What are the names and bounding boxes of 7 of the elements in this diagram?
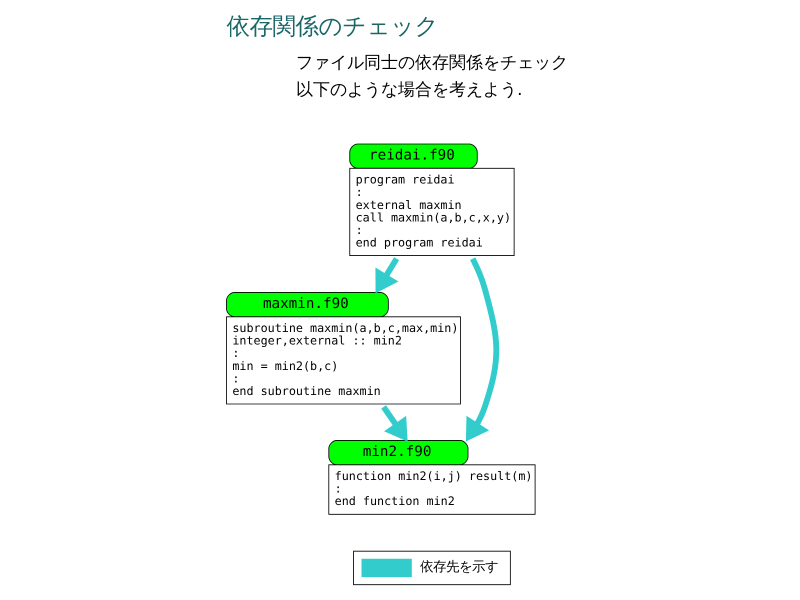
arrow: [465, 257, 499, 442]
label: 以下のような場合を考えよう.: [296, 78, 522, 99]
diagram-title: 依存関係のチェック: [226, 12, 438, 40]
label: ファイル同士の依存関係をチェック: [296, 52, 568, 72]
legend-label: 依存先を示す: [420, 560, 498, 576]
arrow: [374, 257, 399, 294]
arrow: [380, 405, 408, 442]
